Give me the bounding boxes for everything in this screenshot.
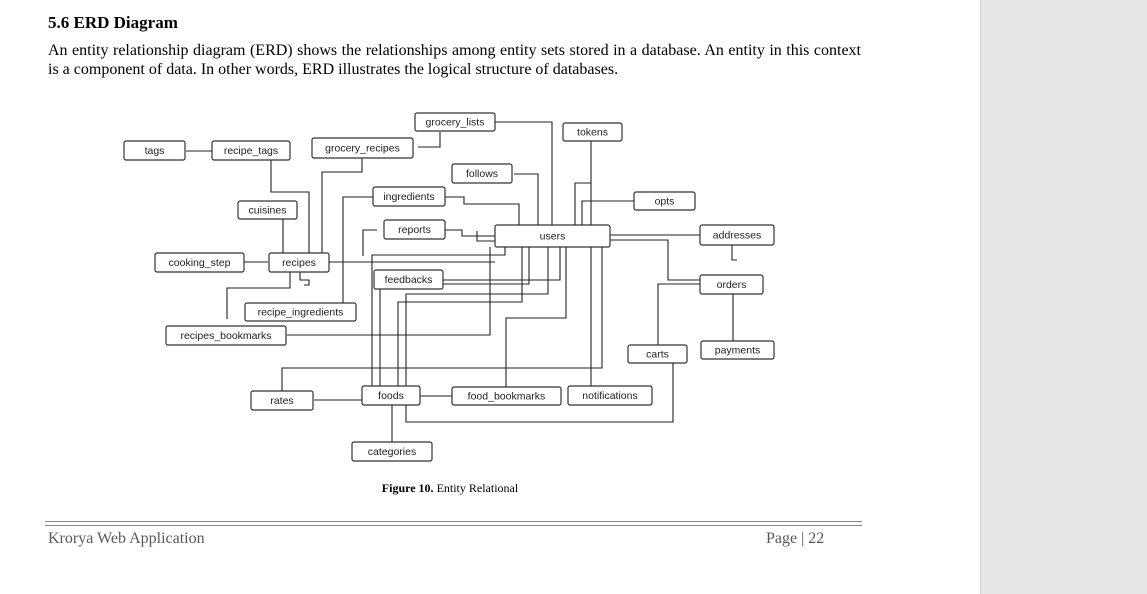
entity-follows: follows [451, 163, 513, 184]
svg-text:rates: rates [270, 395, 293, 407]
svg-text:recipe_tags: recipe_tags [224, 145, 278, 157]
svg-text:reports: reports [398, 224, 431, 236]
svg-text:users: users [540, 230, 566, 242]
svg-text:ingredients: ingredients [383, 191, 434, 203]
entity-tags: tags [123, 140, 186, 161]
document-page: 5.6 ERD Diagram An entity relationship d… [0, 13, 900, 547]
entity-grocery-recipes: grocery_recipes [311, 137, 414, 159]
entity-grocery-lists: grocery_lists [414, 112, 496, 132]
gray-side-panel [980, 0, 1147, 594]
entity-opts: opts [633, 191, 696, 211]
figure-caption-text: Entity Relational [433, 481, 519, 495]
section-paragraph: An entity relationship diagram (ERD) sho… [48, 42, 861, 78]
entity-feedbacks: feedbacks [373, 269, 444, 290]
footer-title: Krorya Web Application [48, 530, 205, 547]
svg-text:orders: orders [717, 279, 747, 291]
entity-recipes-bookmarks: recipes_bookmarks [165, 325, 287, 346]
entity-food-bookmarks: food_bookmarks [451, 386, 562, 406]
svg-text:notifications: notifications [582, 390, 637, 402]
svg-text:payments: payments [715, 344, 761, 356]
entity-recipes: recipes [268, 252, 330, 273]
entity-categories: categories [351, 441, 433, 462]
entity-cuisines: cuisines [237, 200, 298, 220]
entity-reports: reports [383, 219, 446, 240]
entity-cooking-step: cooking_step [154, 252, 245, 273]
svg-text:opts: opts [655, 195, 675, 207]
entity-addresses: addresses [699, 224, 775, 246]
svg-text:feedbacks: feedbacks [385, 274, 433, 286]
entity-notifications: notifications [567, 385, 653, 406]
entity-users: users [494, 224, 611, 248]
entity-rates: rates [250, 390, 314, 411]
svg-text:food_bookmarks: food_bookmarks [468, 390, 546, 402]
svg-text:tokens: tokens [577, 126, 608, 138]
svg-text:grocery_lists: grocery_lists [426, 116, 485, 128]
relationship-lines [186, 121, 737, 442]
svg-text:follows: follows [466, 168, 498, 180]
erd-diagram: tags recipe_tags grocery_recipes grocery… [123, 112, 775, 462]
svg-text:addresses: addresses [713, 229, 761, 241]
footer-page-number: Page | 22 [766, 530, 825, 547]
figure-caption: Figure 10. Entity Relational [0, 481, 900, 496]
entity-payments: payments [700, 340, 775, 360]
svg-text:cuisines: cuisines [249, 204, 287, 216]
svg-text:recipes_bookmarks: recipes_bookmarks [180, 330, 271, 342]
svg-text:grocery_recipes: grocery_recipes [325, 142, 400, 154]
svg-text:carts: carts [646, 348, 669, 360]
svg-text:recipe_ingredients: recipe_ingredients [258, 306, 344, 318]
entity-orders: orders [699, 274, 764, 295]
svg-text:categories: categories [368, 446, 416, 458]
footer-divider [45, 521, 862, 526]
entity-recipe-ingredients: recipe_ingredients [244, 302, 357, 322]
entity-recipe-tags: recipe_tags [211, 140, 291, 161]
entity-ingredients: ingredients [372, 186, 446, 207]
svg-text:tags: tags [145, 145, 165, 157]
section-heading: 5.6 ERD Diagram [48, 13, 178, 32]
svg-text:foods: foods [378, 390, 404, 402]
svg-text:recipes: recipes [282, 257, 316, 269]
svg-text:cooking_step: cooking_step [169, 257, 231, 269]
entity-foods: foods [361, 385, 421, 406]
entity-tokens: tokens [562, 122, 623, 142]
figure-caption-label: Figure 10. [381, 481, 434, 495]
entity-carts: carts [627, 344, 688, 364]
